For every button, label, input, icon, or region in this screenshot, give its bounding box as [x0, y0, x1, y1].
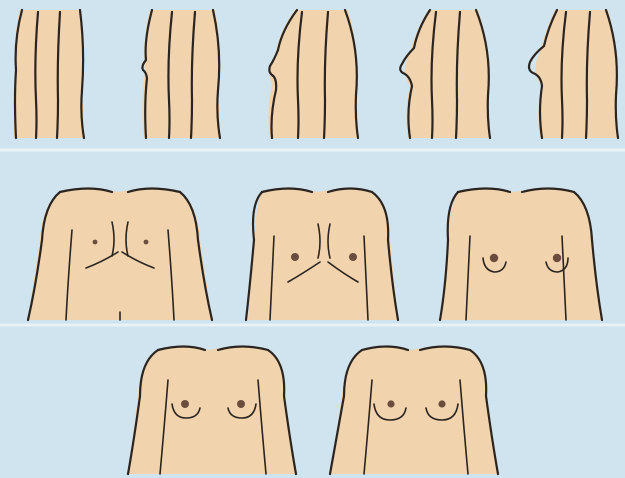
front-figure-stage-4: [128, 347, 296, 475]
nipple: [553, 254, 561, 262]
torso-fill: [28, 189, 212, 320]
torso-fill: [142, 10, 220, 138]
front-figure-stage-5: [330, 347, 498, 475]
torso-fill: [330, 347, 498, 475]
torso-fill: [13, 10, 84, 138]
nipple: [438, 400, 445, 407]
front-figure-stage-1: [28, 189, 212, 321]
nipple: [387, 400, 394, 407]
front-figure-stage-3: [440, 189, 602, 321]
torso-fill: [440, 189, 602, 320]
nipple: [144, 240, 149, 245]
nipple: [291, 253, 299, 261]
side-figure-stage-2: [142, 10, 220, 138]
row-front-views-middle: [28, 189, 602, 321]
side-figure-stage-1: [13, 10, 84, 138]
nipple: [349, 253, 357, 261]
torso-fill: [128, 347, 296, 475]
nipple: [181, 400, 189, 408]
front-figure-stage-2: [246, 189, 398, 321]
nipple: [93, 240, 98, 245]
nipple: [490, 254, 498, 262]
nipple: [237, 400, 245, 408]
